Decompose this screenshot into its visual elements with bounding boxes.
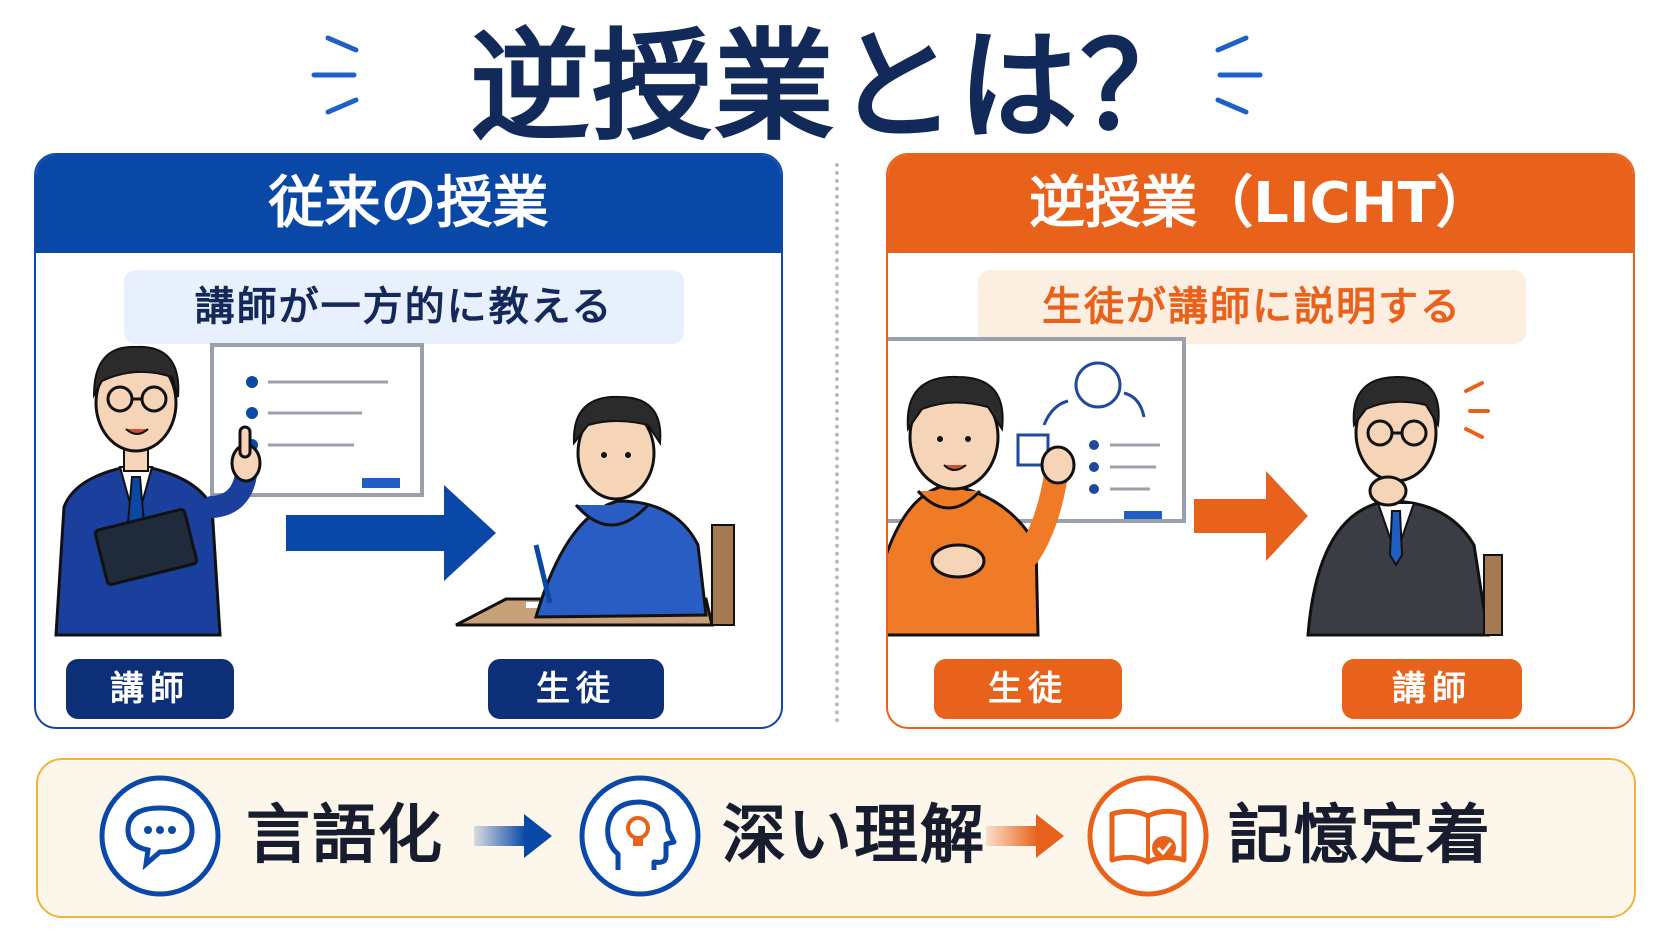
step-verbalize: 言語化 (246, 799, 444, 873)
flow-arrow-icon (1194, 471, 1308, 561)
title-left-sparkle-icon (311, 35, 359, 115)
step-deep-understanding: 深い理解 (722, 799, 986, 873)
title-right-sparkle-icon (1215, 35, 1263, 115)
traditional-panel-header: 従来の授業 (36, 155, 781, 253)
student-badge: 生徒 (488, 659, 664, 719)
open-book-check-icon (1087, 775, 1209, 897)
reverse-class-panel: 逆授業（LICHT） 生徒が講師に説明する (886, 153, 1635, 729)
teacher-badge: 講師 (1342, 659, 1522, 719)
flow-arrow-1-icon (474, 814, 552, 858)
flow-arrow-icon (286, 485, 496, 581)
head-lightbulb-icon (579, 775, 701, 897)
student-badge: 生徒 (934, 659, 1122, 719)
student-figure-icon (455, 395, 735, 627)
traditional-class-panel: 従来の授業 講師が一方的に教える (34, 153, 783, 729)
flow-arrow-2-icon (986, 814, 1064, 858)
step-retention: 記憶定着 (1228, 799, 1492, 873)
reverse-panel-header: 逆授業（LICHT） (888, 155, 1633, 253)
reverse-illustration (888, 337, 1503, 637)
student-explaining-icon (888, 375, 1076, 637)
teacher-figure-icon (54, 345, 262, 637)
teacher-badge: 講師 (66, 659, 234, 719)
traditional-caption: 講師が一方的に教える (124, 270, 684, 344)
learning-flow-banner (36, 758, 1636, 918)
traditional-illustration (54, 343, 735, 637)
speech-bubble-icon (99, 775, 221, 897)
page-title: 逆授業とは？ (470, 18, 1202, 157)
panel-divider (835, 163, 839, 723)
reverse-caption: 生徒が講師に説明する (978, 270, 1526, 344)
teacher-listening-icon (1306, 375, 1503, 637)
